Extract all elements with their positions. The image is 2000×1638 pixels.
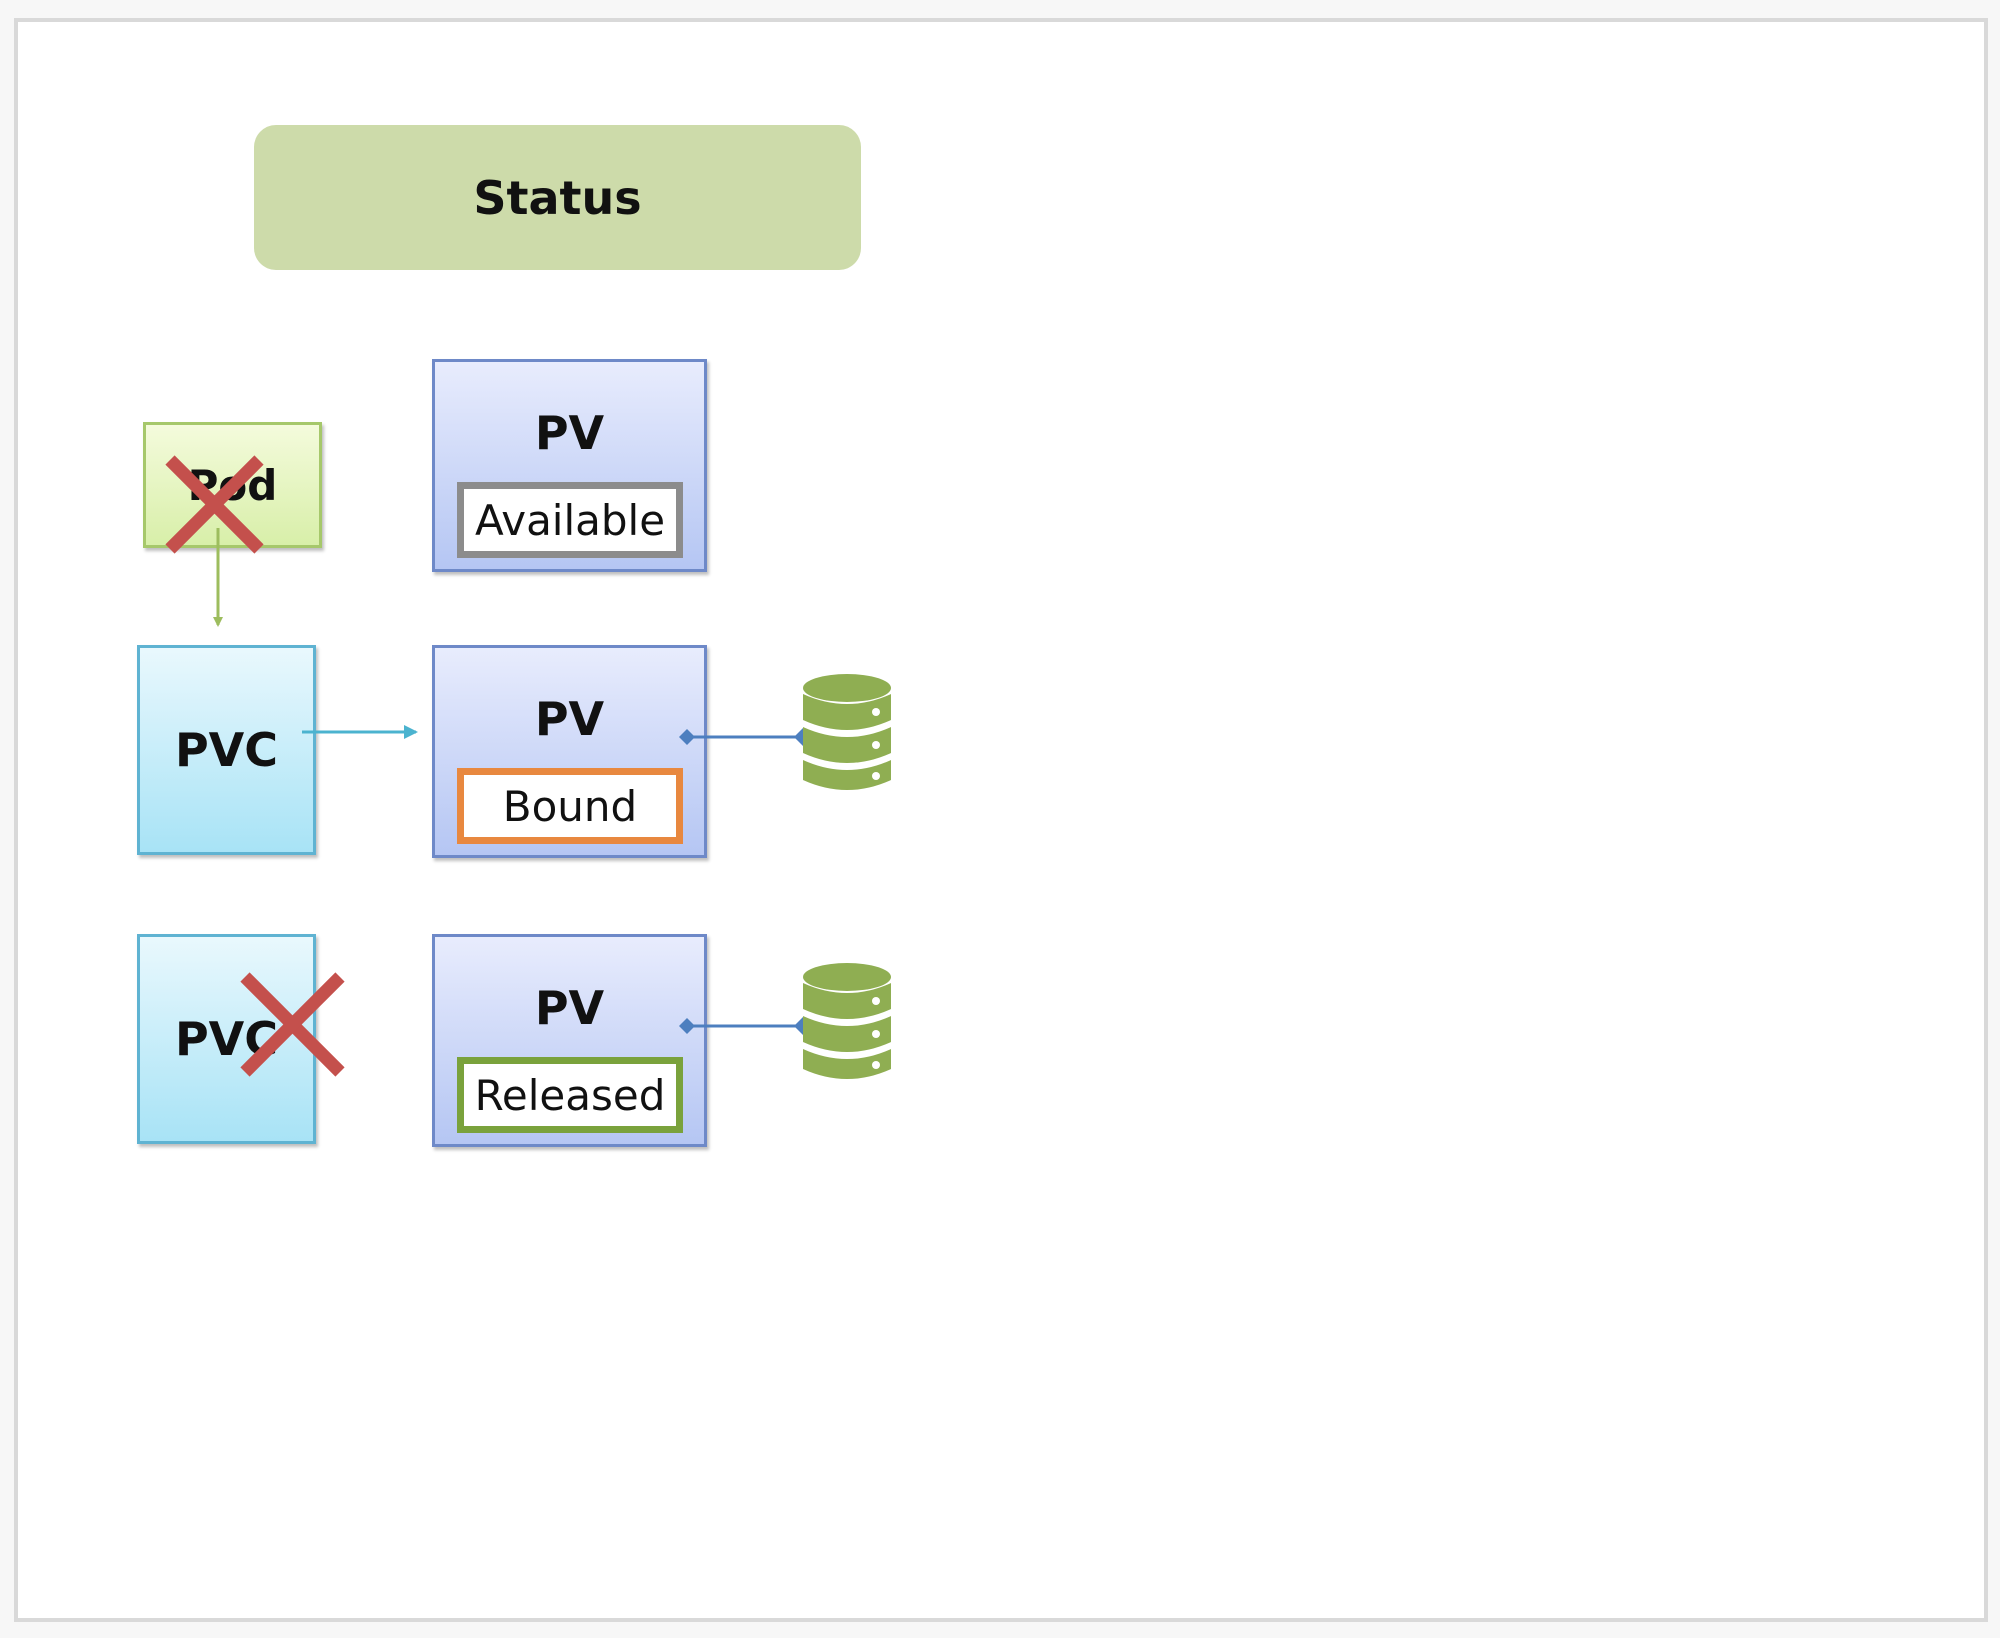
pv-box-available: PV Available	[432, 359, 707, 572]
pv-label-available: PV	[534, 406, 605, 460]
pv-label-released: PV	[534, 981, 605, 1035]
status-text-bound: Bound	[502, 781, 638, 831]
connector-layer	[165, 455, 891, 1079]
pv-box-released: PV Released	[432, 934, 707, 1147]
pv-bound-storage-connector	[679, 728, 812, 746]
status-text-available: Available	[474, 495, 666, 545]
status-badge-released: Released	[457, 1057, 683, 1133]
status-title-box: Status	[254, 125, 861, 270]
pv-label-bound: PV	[534, 692, 605, 746]
pvc-box-bound: PVC	[137, 645, 316, 855]
slide-canvas: Status Pod PVC PVC PV Available PV Bound…	[14, 18, 1988, 1622]
database-icon	[803, 674, 891, 790]
status-badge-available: Available	[457, 482, 683, 558]
cross-mark-icon	[240, 972, 345, 1077]
pv-box-bound: PV Bound	[432, 645, 707, 858]
database-icon	[803, 963, 891, 1079]
status-title: Status	[473, 170, 642, 225]
cross-mark-icon	[165, 455, 264, 554]
status-badge-bound: Bound	[457, 768, 683, 844]
status-text-released: Released	[474, 1070, 666, 1120]
pv-released-storage-connector	[679, 1017, 812, 1035]
pvc-label-bound: PVC	[174, 723, 279, 777]
